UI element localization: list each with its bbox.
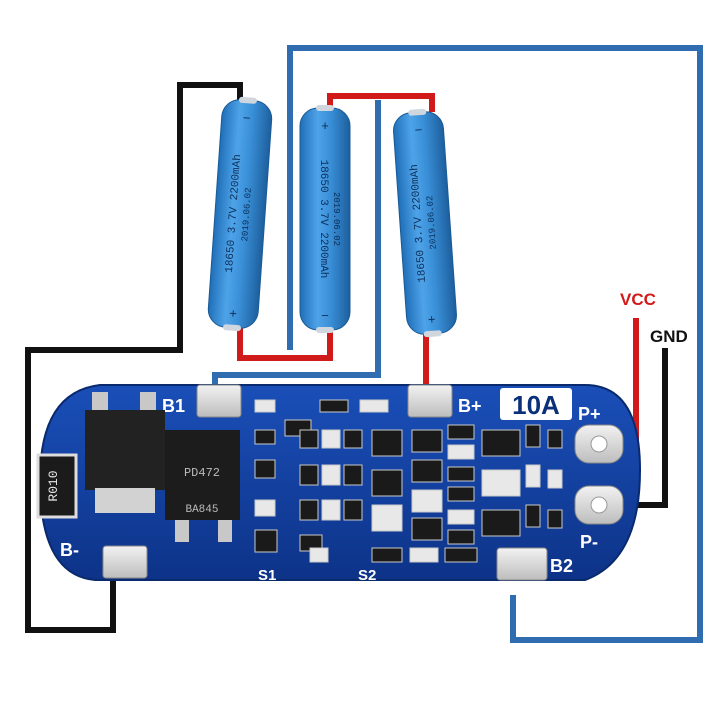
smd-component (411, 489, 443, 513)
smd-component (411, 459, 443, 483)
negative-wire (25, 82, 243, 633)
svg-text:+: + (321, 118, 329, 133)
smd-component (254, 399, 276, 413)
smd-component (321, 429, 341, 449)
smd-component (299, 499, 319, 521)
smd-component (447, 424, 475, 440)
label-pminus: P- (580, 532, 598, 552)
smd-component (359, 399, 389, 413)
label-b1: B1 (162, 396, 185, 416)
shunt-resistor (36, 453, 78, 519)
svg-text:+: + (229, 306, 238, 321)
rating-text: 10A (512, 390, 560, 420)
smd-component (254, 459, 276, 479)
mosfet-left (85, 392, 165, 513)
mosfet-right: PD472 BA845 (165, 430, 240, 542)
label-s1: S1 (258, 567, 276, 584)
label-bplus: B+ (458, 396, 482, 416)
rating-badge (500, 388, 572, 420)
smd-component (411, 429, 443, 453)
smd-component (254, 429, 276, 445)
smd-component (525, 424, 541, 448)
resistor-text: R010 (46, 470, 61, 501)
series-link-bottom (237, 325, 333, 361)
smd-component (447, 509, 475, 525)
cell-2-label-2: 2019.06.02 (331, 192, 341, 246)
smd-component (525, 504, 541, 528)
smd-component (481, 469, 521, 497)
smd-component (525, 464, 541, 488)
smd-component (481, 429, 521, 457)
smd-component (309, 547, 329, 563)
smd-component (447, 486, 475, 502)
smd-component (371, 469, 403, 497)
svg-text:−: − (242, 110, 251, 125)
svg-text:−: − (321, 308, 329, 323)
label-b2: B2 (550, 556, 573, 576)
cell-3-label-2: 2019.06.02 (425, 195, 439, 250)
smd-component (547, 429, 563, 449)
vcc-label: VCC (620, 290, 656, 309)
svg-text:+: + (427, 312, 436, 327)
pad-b2 (496, 547, 548, 581)
smd-component (447, 444, 475, 460)
smd-component (371, 504, 403, 532)
smd-component (321, 499, 341, 521)
smd-component (321, 464, 341, 486)
pad-b1 (196, 384, 242, 418)
bms-board: 10A B1 B+ B- B2 P+ P- S1 S2 R010 PD472 B… (36, 384, 642, 584)
smd-component (447, 529, 475, 545)
smd-component (371, 547, 403, 563)
pad-bplus (407, 384, 453, 418)
series-link-top (327, 93, 435, 112)
smd-component (343, 429, 363, 449)
cell-1-label-2: 2019.06.02 (240, 187, 254, 242)
gnd-label: GND (650, 327, 688, 346)
smd-component (547, 469, 563, 489)
smd-component (411, 517, 443, 541)
svg-text:−: − (414, 122, 423, 137)
label-s2: S2 (358, 567, 376, 584)
smd-component (547, 509, 563, 529)
mosfet-top-code: PD472 (184, 466, 220, 480)
label-pplus: P+ (578, 404, 601, 424)
smd-component (481, 509, 521, 537)
smd-component (371, 429, 403, 457)
smd-component (254, 499, 276, 517)
smd-component (409, 547, 439, 563)
label-bminus: B- (60, 540, 79, 560)
mosfet-bottom-code: BA845 (185, 504, 218, 516)
smd-component (343, 499, 363, 521)
smd-component (444, 547, 478, 563)
smd-component (319, 399, 349, 413)
balance-wire-b2 (287, 45, 703, 643)
cell-2-label-1: 18650 3.7V 2200mAh (317, 160, 329, 279)
smd-component (447, 466, 475, 482)
pad-bminus (102, 545, 148, 579)
smd-component (343, 464, 363, 486)
smd-component (254, 529, 278, 553)
smd-component (299, 429, 319, 449)
smd-component (299, 464, 319, 486)
